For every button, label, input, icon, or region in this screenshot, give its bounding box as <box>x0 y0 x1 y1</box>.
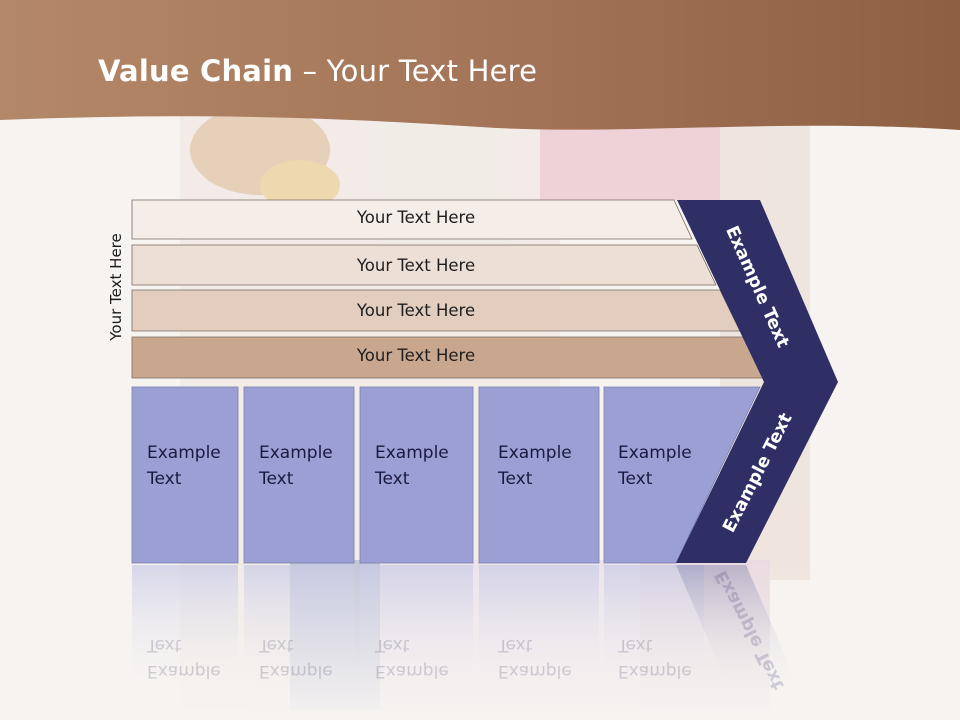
support-bar-2-shape <box>131 244 717 286</box>
page-title: Value Chain – Your Text Here <box>98 54 538 88</box>
support-bar-2-label: Your Text Here <box>356 256 476 275</box>
primary-box-1-shape <box>131 386 239 564</box>
header-band <box>0 0 960 130</box>
primary-box-2-shape <box>243 386 355 564</box>
support-bar-1-label: Your Text Here <box>356 208 476 227</box>
reflection <box>132 565 800 690</box>
support-bar-3-label: Your Text Here <box>356 301 476 320</box>
primary-box-5-shape <box>603 386 761 564</box>
primary-box-4-shape <box>478 386 600 564</box>
support-bar-1-shape <box>131 199 693 240</box>
support-activities-label: Your Text Here <box>107 233 125 341</box>
primary-box-3-shape <box>359 386 474 564</box>
support-bar-4-label: Your Text Here <box>356 346 476 365</box>
margin-chevron <box>676 200 838 563</box>
